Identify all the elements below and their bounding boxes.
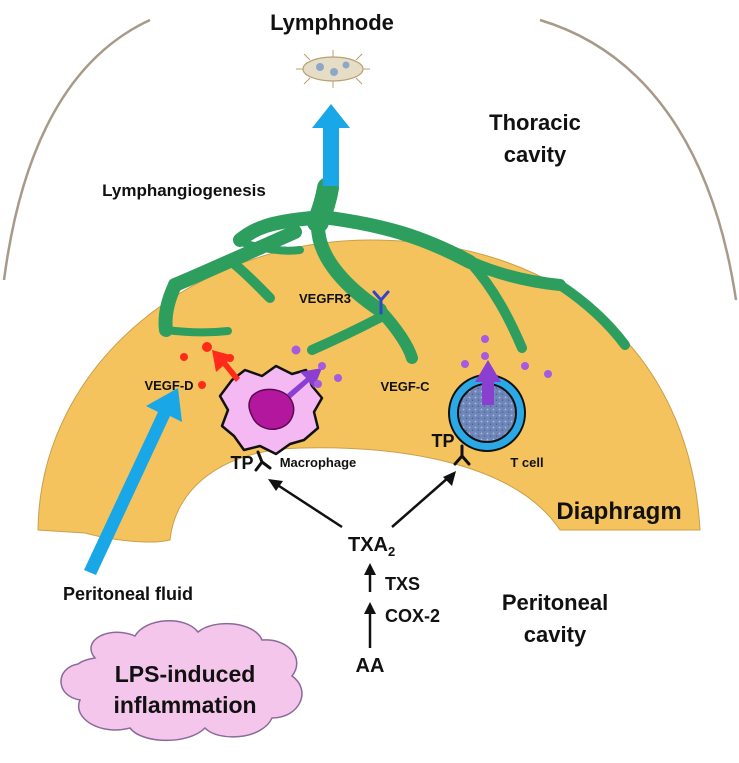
lymph-node-icon (296, 50, 370, 88)
macrophage-label: Macrophage (280, 455, 357, 470)
vegfr3-receptor-icon (372, 290, 390, 315)
peritoneal-cavity-line2: cavity (524, 622, 587, 647)
diaphragm-dome (37, 239, 701, 543)
red-arrow-vegf-d (212, 350, 240, 382)
txs-label: TXS (385, 574, 420, 594)
txa2-subscript: 2 (388, 544, 395, 559)
txa2-main: TXA (348, 534, 388, 556)
lps-label-line1: LPS-induced (115, 661, 256, 687)
lps-label-line2: inflammation (113, 692, 256, 718)
tp-right-label: TP (431, 431, 454, 451)
txa2-label: TXA2 (348, 534, 395, 559)
tp-receptor-right (453, 444, 471, 466)
peritoneal-fluid-label: Peritoneal fluid (63, 584, 193, 604)
lymphangiogenesis-label: Lymphangiogenesis (102, 181, 266, 200)
thoracic-wall-left (2, 18, 151, 281)
lymphatic-vessel-icon (158, 177, 630, 364)
purple-arrow-tcell (475, 360, 501, 405)
thoracic-wall-right (539, 18, 738, 301)
cloud-icon (60, 620, 303, 742)
diaphragm-label: Diaphragm (556, 498, 681, 525)
blue-arrow-peritoneal-fluid (84, 388, 182, 575)
t-cell-icon (448, 374, 526, 452)
vegfr3-label: VEGFR3 (299, 291, 351, 306)
thoracic-label-line1: Thoracic (489, 110, 581, 135)
thoracic-label-line2: cavity (504, 142, 567, 167)
vegf-d-dots (180, 342, 234, 389)
aa-label: AA (356, 655, 385, 677)
vegf-c-dots-tcell (461, 335, 552, 378)
tp-receptor-left (254, 450, 272, 472)
cox2-label: COX-2 (385, 606, 440, 626)
t-cell-label: T cell (510, 455, 543, 470)
pathway-arrows (268, 471, 456, 648)
vegf-c-label: VEGF-C (380, 379, 430, 394)
peritoneal-cavity-line1: Peritoneal (502, 590, 608, 615)
purple-arrow-macrophage (287, 368, 322, 398)
tp-left-label: TP (230, 453, 253, 473)
vegf-d-label: VEGF-D (144, 378, 193, 393)
lymphnode-label: Lymphnode (270, 10, 394, 35)
vegf-c-dots-macrophage (291, 345, 342, 388)
blue-arrow-to-lymphnode (312, 104, 350, 186)
